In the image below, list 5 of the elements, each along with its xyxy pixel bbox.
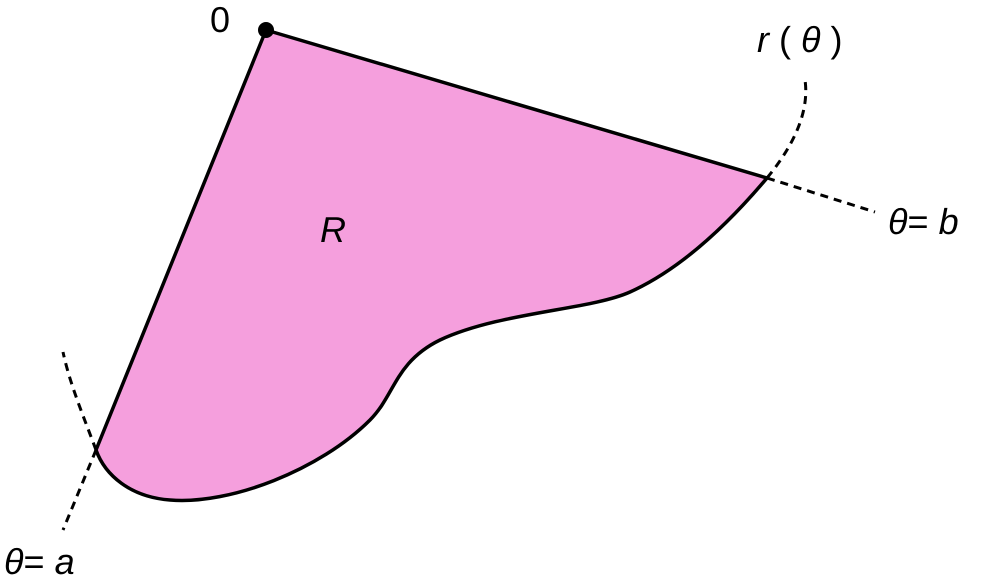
- angle-label: θ= b: [888, 204, 959, 240]
- origin-label: 0: [210, 2, 230, 38]
- angle-label: θ= a: [4, 544, 75, 580]
- curve-label: r ( θ ): [757, 22, 843, 58]
- region-label: R: [320, 212, 346, 248]
